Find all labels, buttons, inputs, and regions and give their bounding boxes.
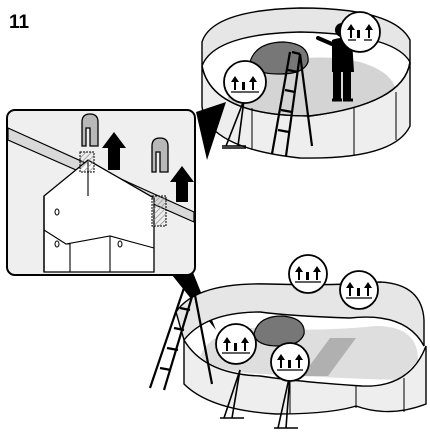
callout-circle-icon	[340, 271, 378, 309]
callout-circle-icon	[224, 61, 266, 103]
wall-cap-clip-icon	[82, 114, 98, 146]
callout-circle-icon	[289, 255, 327, 293]
callout-circle-icon	[340, 12, 380, 52]
callout-circle-icon	[216, 324, 256, 364]
bottom-pool-liner-bundle	[254, 316, 304, 346]
callout-circle-icon	[271, 343, 309, 381]
wall-cap-clip-icon	[152, 138, 168, 172]
